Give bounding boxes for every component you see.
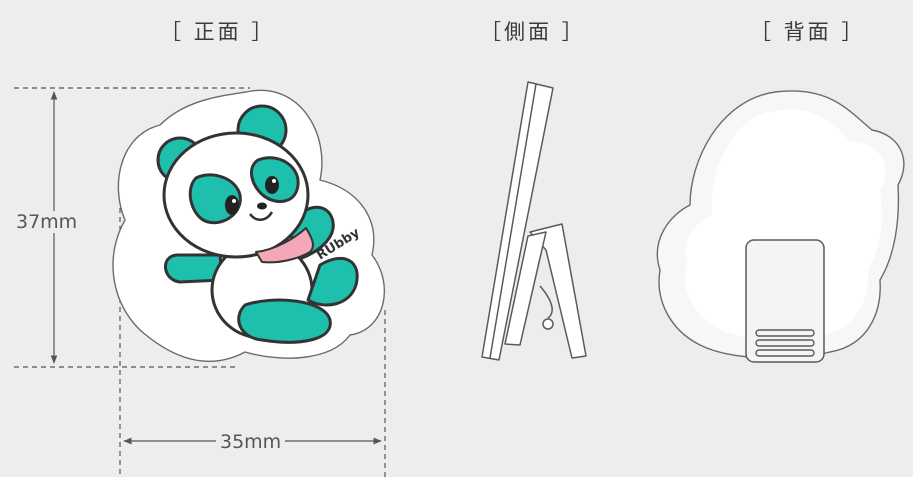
width-dimension: 35mm xyxy=(216,431,286,453)
height-dimension: 37mm xyxy=(16,211,78,233)
panda-character xyxy=(156,104,359,344)
panda-nose xyxy=(257,202,267,210)
side-view-stand xyxy=(481,81,587,361)
clip-hinge xyxy=(542,318,554,330)
clip-body xyxy=(529,223,587,359)
back-clip xyxy=(745,239,825,363)
front-view-label: ［ 正面 ］ xyxy=(160,20,276,44)
panda-right-leg xyxy=(306,256,359,307)
clip-grip-lines xyxy=(755,329,815,357)
panda-left-leg xyxy=(237,298,332,344)
side-view-label: ［側面 ］ xyxy=(480,20,586,44)
panda-right-eye xyxy=(265,176,279,194)
clip-front xyxy=(504,231,547,346)
acrylic-plate-side xyxy=(481,81,554,361)
panda-left-eye xyxy=(225,195,239,215)
back-view-label: ［ 背面 ］ xyxy=(750,20,866,44)
back-view xyxy=(656,90,905,363)
back-panda-silhouette xyxy=(685,109,886,341)
clip-spring xyxy=(539,285,553,319)
panda-mouth xyxy=(249,211,274,221)
panda-scarf xyxy=(255,227,314,264)
